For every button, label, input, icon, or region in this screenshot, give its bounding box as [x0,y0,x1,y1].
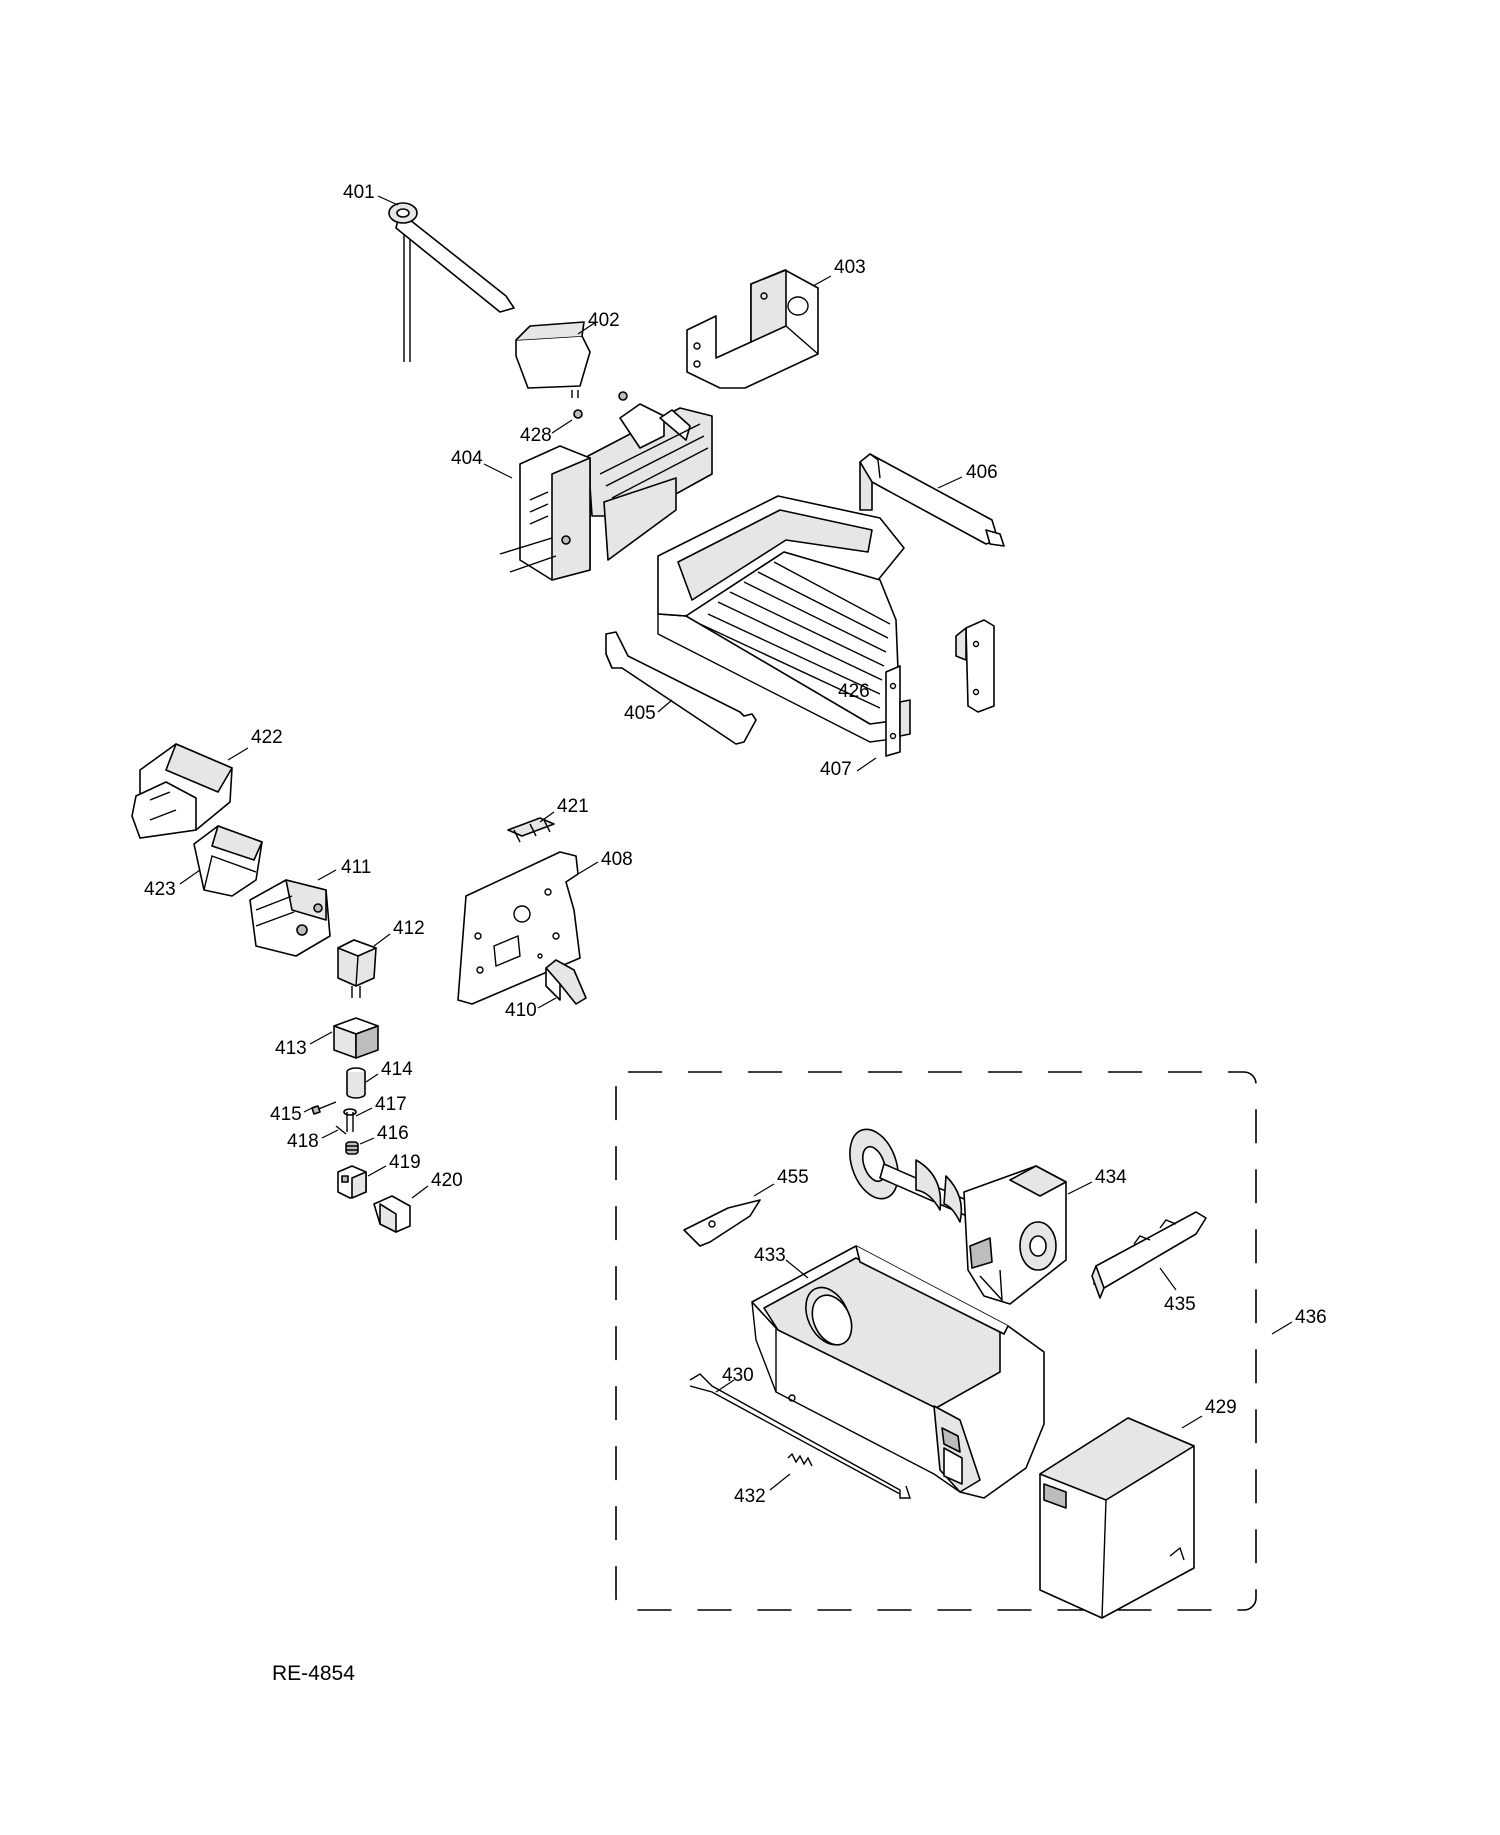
label-416: 416 [377,1123,409,1144]
part-402-fill-cup [515,321,591,398]
label-401: 401 [343,182,375,203]
part-406-arm [859,453,1005,547]
label-428: 428 [520,425,552,446]
assembly-boundary-436 [615,1071,1257,1611]
label-403: 403 [834,257,866,278]
part-404-ice-maker [499,403,713,581]
label-421: 421 [557,796,589,817]
label-406: 406 [966,462,998,483]
part-455-plate [683,1199,761,1247]
label-414: 414 [381,1059,413,1080]
part-428-screw [573,409,583,419]
part-421-clip [507,817,555,843]
part-428-screw-2 [618,391,628,401]
label-405: 405 [624,703,656,724]
drawing-reference: RE-4854 [272,1662,355,1685]
label-426: 426 [838,681,870,702]
label-411: 411 [341,857,371,878]
part-403-bracket [686,269,819,389]
label-407: 407 [820,759,852,780]
part-417-screw [343,1108,357,1132]
label-413: 413 [275,1038,307,1059]
label-419: 419 [389,1152,421,1173]
label-436: 436 [1295,1307,1327,1328]
part-426-bracket [955,619,995,713]
label-455: 455 [777,1167,809,1188]
label-423: 423 [144,879,176,900]
part-419-block [337,1165,367,1199]
part-416-spring [345,1141,359,1155]
label-434: 434 [1095,1167,1127,1188]
label-433: 433 [754,1245,786,1266]
label-402: 402 [588,310,620,331]
part-401-fill-tube [388,202,515,362]
label-429: 429 [1205,1397,1237,1418]
part-407-bracket [885,665,911,757]
label-430: 430 [722,1365,754,1386]
part-405-rail [605,631,757,745]
part-415-pin [311,1101,337,1115]
label-417: 417 [375,1094,407,1115]
label-420: 420 [431,1170,463,1191]
label-404: 404 [451,448,483,469]
part-423-bracket [193,825,263,897]
label-432: 432 [734,1486,766,1507]
part-432-spring [787,1452,813,1467]
ice-tray-front-panel [657,495,905,743]
part-414-plunger [346,1067,366,1099]
part-435-shutter [1091,1211,1207,1299]
part-429-cover [1039,1417,1195,1619]
part-433-ice-bucket [751,1245,1045,1499]
label-412: 412 [393,918,425,939]
part-418-pin [335,1125,347,1135]
part-410-clip [545,959,587,1005]
label-418: 418 [287,1131,319,1152]
part-420-clip [373,1195,411,1233]
part-422-housing [131,743,233,839]
part-411-motor [249,879,331,957]
label-408: 408 [601,849,633,870]
label-422: 422 [251,727,283,748]
part-413-block [333,1017,379,1059]
part-430-rod [689,1373,911,1499]
label-415: 415 [270,1104,302,1125]
label-435: 435 [1164,1294,1196,1315]
part-412-solenoid [337,939,377,998]
part-434-auger [849,1128,1067,1305]
label-410: 410 [505,1000,537,1021]
